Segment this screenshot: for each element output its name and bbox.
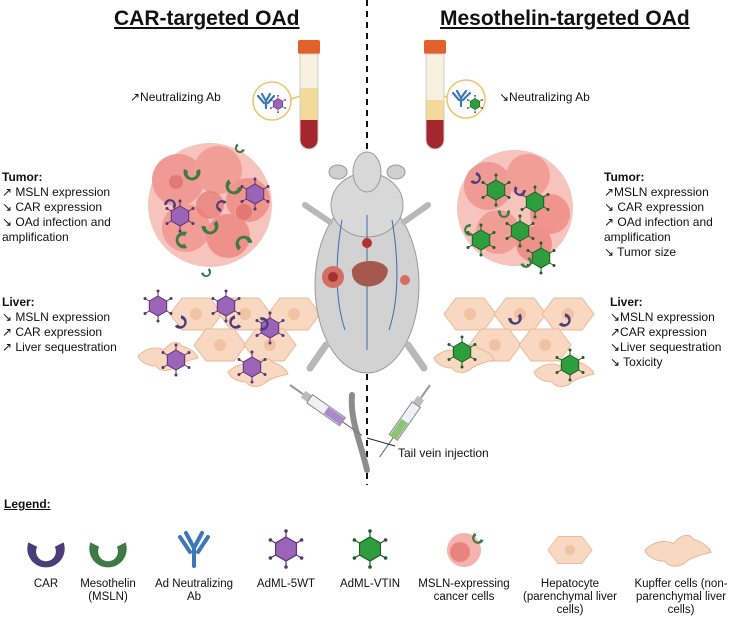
injection-label: Tail vein injection — [398, 446, 489, 460]
right-liver-text: Liver: ↘MSLN expression ↗CAR expression … — [610, 295, 721, 370]
legend-label-hepatocyte: Hepatocyte (parenchymal liver cells) — [523, 578, 617, 616]
left-tumor-line: amplification — [2, 230, 69, 244]
legend-title: Legend: — [4, 497, 51, 511]
right-title: Mesothelin-targeted OAd — [440, 7, 690, 30]
left-tumor-line: ↘ CAR expression — [2, 200, 103, 214]
mesothelin-icon — [89, 542, 127, 568]
syringe-left — [289, 384, 363, 436]
right-neutralizing-label: ↘Neutralizing Ab — [499, 90, 590, 104]
legend-label-adml-vtin: AdML-VTIN — [339, 578, 401, 590]
purple-virus-icon — [268, 528, 304, 570]
left-tumor-heading: Tumor: — [2, 170, 43, 184]
legend-label-adml-5wt: AdML-5WT — [256, 578, 316, 590]
legend-label-kupffer: Kupffer cells (non- parenchymal liver ce… — [634, 578, 728, 616]
car-receptor-icon — [27, 542, 65, 568]
right-liver-line: ↘MSLN expression — [610, 310, 715, 324]
right-tumor-line: ↘ Tumor size — [604, 245, 677, 259]
right-tumor-line: ↗MSLN expression — [604, 185, 709, 199]
mouse-illustration — [302, 151, 431, 473]
left-liver-line: ↘ MSLN expression — [2, 310, 111, 324]
right-tumor-line: ↗ OAd infection and — [604, 215, 713, 229]
cancer-cell-icon — [447, 532, 484, 567]
right-tumor-line: amplification — [604, 230, 671, 244]
right-liver-line: ↘ Toxicity — [610, 355, 663, 369]
antibody-icon-legend — [178, 531, 210, 568]
antibody-icon — [256, 89, 472, 110]
left-liver-heading: Liver: — [2, 295, 35, 309]
right-tumor-heading: Tumor: — [604, 170, 645, 184]
blood-tube-left — [252, 40, 320, 150]
left-liver-line: ↗ Liver sequestration — [2, 340, 117, 354]
left-tumor-text: Tumor: ↗ MSLN expression ↘ CAR expressio… — [2, 170, 111, 245]
legend-label-mesothelin: Mesothelin (MSLN) — [80, 578, 136, 603]
legend-label-car: CAR — [33, 578, 59, 590]
tumor-left — [148, 143, 272, 267]
legend-label-antibody: Ad Neutralizing Ab — [155, 578, 233, 603]
right-liver-line: ↗CAR expression — [610, 325, 707, 339]
right-tumor-line: ↘ CAR expression — [604, 200, 705, 214]
left-tumor-line: ↗ MSLN expression — [2, 185, 111, 199]
right-liver-line: ↘Liver sequestration — [610, 340, 722, 354]
left-tumor-line: ↘ OAd infection and — [2, 215, 111, 229]
right-tumor-text: Tumor: ↗MSLN expression ↘ CAR expression… — [604, 170, 713, 260]
tumor-right — [457, 150, 573, 266]
legend-label-cancer-cells: MSLN-expressing cancer cells — [418, 578, 510, 603]
left-liver-text: Liver: ↘ MSLN expression ↗ CAR expressio… — [2, 295, 117, 355]
left-neutralizing-label: ↗Neutralizing Ab — [130, 90, 221, 104]
left-liver-line: ↗ CAR expression — [2, 325, 103, 339]
green-virus-icon — [352, 528, 388, 570]
left-title: CAR-targeted OAd — [114, 7, 300, 30]
syringe-right — [379, 384, 431, 458]
kupffer-cell-icon — [644, 534, 712, 567]
right-liver-heading: Liver: — [610, 295, 643, 309]
hepatocyte-icon — [547, 535, 593, 565]
